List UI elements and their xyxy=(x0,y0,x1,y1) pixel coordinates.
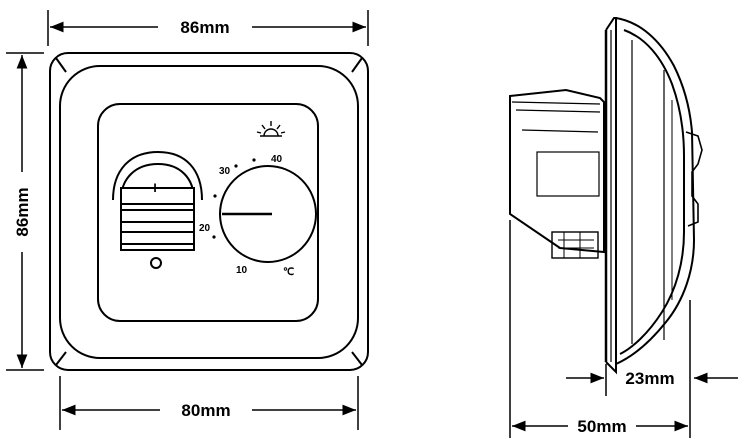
rear-body xyxy=(509,88,605,254)
front-view xyxy=(49,52,369,371)
dial-label-30: 30 xyxy=(219,166,231,177)
inner-frame xyxy=(59,65,359,359)
dial-knob-profile xyxy=(685,131,703,227)
unit-label: ℃ xyxy=(283,267,294,278)
indicator-led xyxy=(150,257,162,269)
top-width-label: 86mm xyxy=(180,18,229,37)
front-depth-label: 23mm xyxy=(625,369,674,388)
front-cover xyxy=(615,17,696,365)
side-view xyxy=(509,17,703,375)
terminal-block xyxy=(551,231,599,259)
total-depth-label: 50mm xyxy=(577,417,626,436)
center-panel xyxy=(97,103,319,322)
switch-mark: I xyxy=(153,181,156,195)
bottom-width-label: 80mm xyxy=(181,401,230,420)
sun-icon xyxy=(256,121,286,137)
dial-label-10: 10 xyxy=(236,265,248,276)
dial-label-40: 40 xyxy=(271,154,283,165)
height-label: 86mm xyxy=(13,187,32,236)
temperature-dial xyxy=(219,165,317,263)
dial-label-20: 20 xyxy=(199,223,211,234)
outer-frame xyxy=(49,52,369,371)
rocker-switch xyxy=(112,150,203,269)
